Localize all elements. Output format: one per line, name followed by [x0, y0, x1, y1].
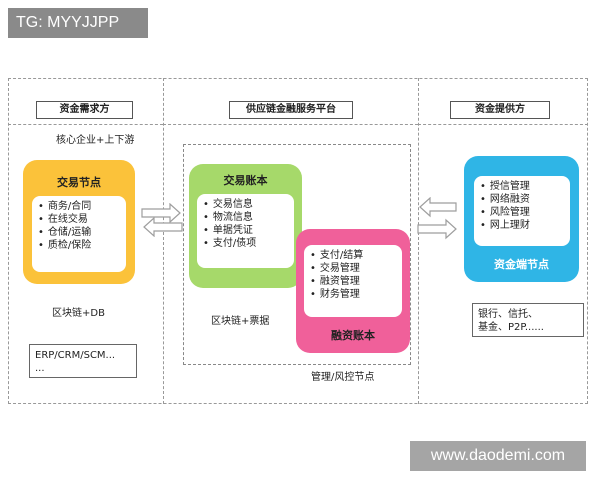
- erp-line: ...: [35, 363, 45, 374]
- core-enterprise-label: 核心企业+上下游: [56, 135, 135, 146]
- list-item: 融资管理: [310, 275, 396, 288]
- trade-ledger-node: 交易账本 交易信息 物流信息 单据凭证 支付/债项: [189, 164, 302, 288]
- list-item: 单据凭证: [203, 224, 288, 237]
- arrows-right: [417, 197, 457, 240]
- watermark-bottom: www.daodemi.com: [410, 441, 586, 471]
- list-item: 交易管理: [310, 262, 396, 275]
- list-item: 商务/合同: [38, 200, 120, 213]
- header-line-right: [418, 124, 588, 125]
- trade-node-list: 商务/合同 在线交易 仓储/运输 质检/保险: [32, 196, 126, 272]
- list-item: 支付/结算: [310, 249, 396, 262]
- finance-ledger-title: 融资账本: [331, 329, 375, 342]
- trade-ledger-list: 交易信息 物流信息 单据凭证 支付/债项: [197, 194, 294, 268]
- list-item: 网络融资: [480, 193, 564, 206]
- section-title-demand: 资金需求方: [36, 101, 133, 119]
- list-item: 风险管理: [480, 206, 564, 219]
- platform-dashed-box: [183, 144, 411, 365]
- fund-provider-box: 银行、信托、 基金、P2P......: [472, 303, 584, 337]
- trade-node-title: 交易节点: [57, 176, 101, 189]
- list-item: 财务管理: [310, 288, 396, 301]
- fund-node: 授信管理 网络融资 风险管理 网上理财 资金端节点: [464, 156, 579, 282]
- list-item: 仓储/运输: [38, 226, 120, 239]
- provider-line: 基金、P2P......: [478, 322, 544, 333]
- blockchain-db-label: 区块链+DB: [52, 308, 105, 319]
- arrow-left-icon: [143, 216, 183, 237]
- divider-left: [163, 78, 164, 404]
- blockchain-bill-label: 区块链+票据: [211, 316, 270, 327]
- list-item: 授信管理: [480, 180, 564, 193]
- provider-line: 银行、信托、: [478, 309, 538, 320]
- list-item: 交易信息: [203, 198, 288, 211]
- list-item: 在线交易: [38, 213, 120, 226]
- finance-ledger-node: 支付/结算 交易管理 融资管理 财务管理 融资账本: [296, 229, 410, 353]
- arrow-right-icon: [417, 218, 457, 240]
- arrow-left-icon: [419, 197, 457, 218]
- fund-node-title: 资金端节点: [494, 258, 549, 271]
- section-title-platform: 供应链金融服务平台: [229, 101, 353, 119]
- management-node-label: 管理/风控节点: [311, 372, 375, 383]
- trade-ledger-title: 交易账本: [223, 174, 268, 187]
- diagram-frame: [8, 78, 588, 404]
- list-item: 支付/债项: [203, 237, 288, 250]
- fund-node-list: 授信管理 网络融资 风险管理 网上理财: [474, 176, 570, 246]
- erp-line: ERP/CRM/SCM...: [35, 350, 116, 361]
- divider-right: [418, 78, 419, 404]
- list-item: 质检/保险: [38, 239, 120, 252]
- list-item: 网上理财: [480, 219, 564, 232]
- section-title-supply: 资金提供方: [450, 101, 550, 119]
- list-item: 物流信息: [203, 211, 288, 224]
- finance-ledger-list: 支付/结算 交易管理 融资管理 财务管理: [304, 245, 402, 317]
- watermark-top: TG: MYYJJPP: [8, 8, 148, 38]
- erp-system-box: ERP/CRM/SCM... ...: [29, 344, 137, 378]
- arrow-right-icon: [141, 203, 181, 224]
- header-line-middle: [163, 124, 418, 125]
- header-line-left: [8, 124, 163, 125]
- trade-node: 交易节点 商务/合同 在线交易 仓储/运输 质检/保险: [23, 160, 135, 284]
- arrows-left: [141, 203, 183, 237]
